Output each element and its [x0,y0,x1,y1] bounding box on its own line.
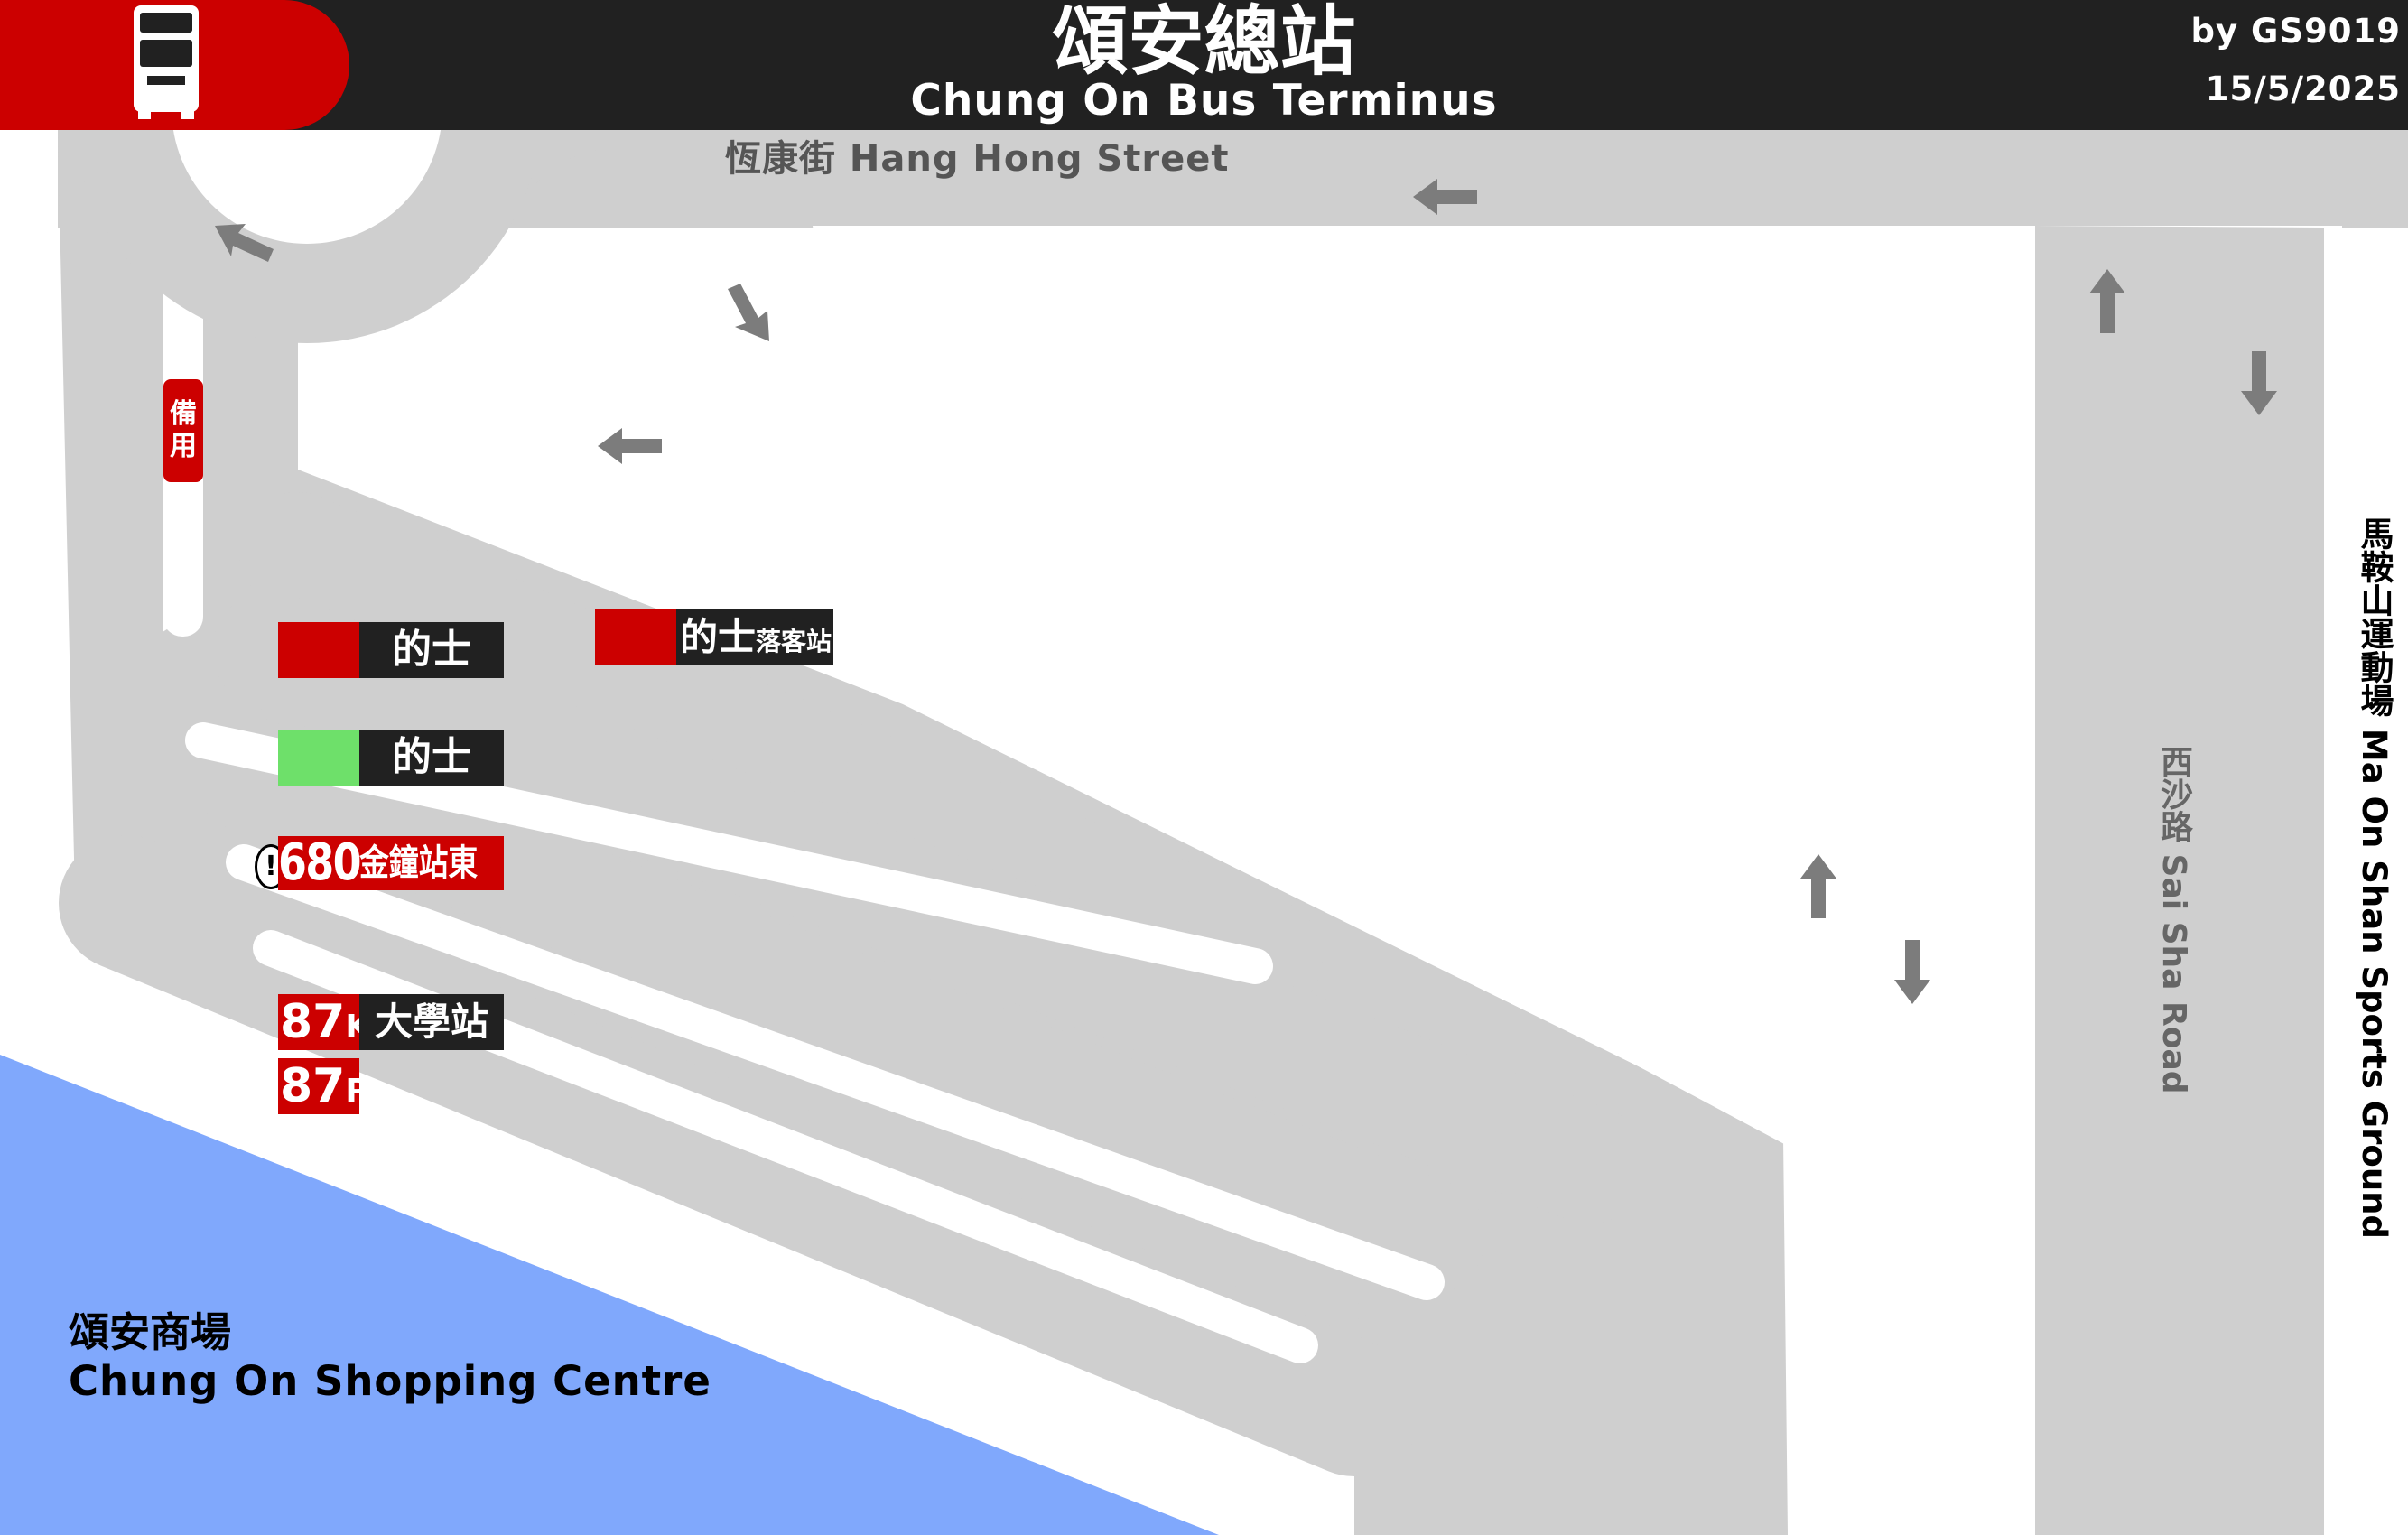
taxi-red-swatch [278,622,359,678]
route-87k-suffix: K [345,1009,359,1046]
direction-arrows [215,179,2277,1004]
taxi-dropoff-stand: 的士落客站 [595,609,833,665]
street-label-sai-sha: 西沙路 Sai Sha Road [2155,745,2192,1094]
arrow-downright-icon [728,284,769,341]
arrow-up-icon [2089,269,2125,333]
title-english: Chung On Bus Terminus [910,76,1498,126]
route-87p-number: 87 [280,1059,346,1113]
route-87k-number: 87 [280,995,346,1049]
taxi-green-label: 的士 [359,730,504,786]
title-chinese: 頌安總站 [1052,0,1356,86]
arrow-left-icon [1413,179,1477,215]
sidewalk [2324,226,2342,1535]
arrow-upleft-icon [215,224,274,262]
bus-icon [134,5,199,119]
mall-name-chinese: 頌安商場 [69,1308,232,1356]
spare-bay-sign: 備用 [163,379,203,482]
route-87k-stop: 87K 大學站 [278,994,504,1050]
taxi-dropoff-sub: 落客站 [756,627,832,656]
islands [163,144,2324,1145]
route-680-number: 680 [278,836,362,890]
route-87p-stop: 87P [278,1058,359,1114]
spare-bay-label: 備用 [170,398,197,462]
route-87p-badge: 87P [278,1058,359,1114]
taxi-stand-green: 的士 [278,730,504,786]
mall-name-english: Chung On Shopping Centre [69,1357,711,1405]
taxi-dropoff-main: 的士 [680,615,757,659]
median [1788,704,2035,1535]
taxi-green-swatch [278,730,359,786]
taxi-red-label: 的士 [359,622,504,678]
title-bar: 頌安總站 Chung On Bus Terminus by GS9019 15/… [0,0,2408,130]
taxi-dropoff-swatch [595,609,676,665]
route-680-destination: 金鐘站東 [359,842,479,884]
street-label-hang-hong: 恆康街 Hang Hong Street [725,138,1230,180]
arrow-down-icon [1894,940,1930,1004]
taxi-stand-red: 的士 [278,622,504,678]
arrow-down-icon [2241,351,2277,415]
shopping-centre-area [0,1055,1219,1535]
route-87k-badge: 87K [278,994,359,1050]
author-credit: by GS9019 [2190,12,2401,51]
label-ma-on-shan-sports-ground: 馬鞍山運動場 Ma On Shan Sports Ground [2355,516,2394,1239]
arrow-up-icon [1800,854,1836,918]
route-87p-suffix: P [345,1073,359,1110]
taxi-dropoff-label: 的士落客站 [676,609,833,665]
route-87k-destination: 大學站 [359,994,504,1050]
arrow-left-icon [598,428,662,464]
map-date: 15/5/2025 [2205,70,2401,108]
